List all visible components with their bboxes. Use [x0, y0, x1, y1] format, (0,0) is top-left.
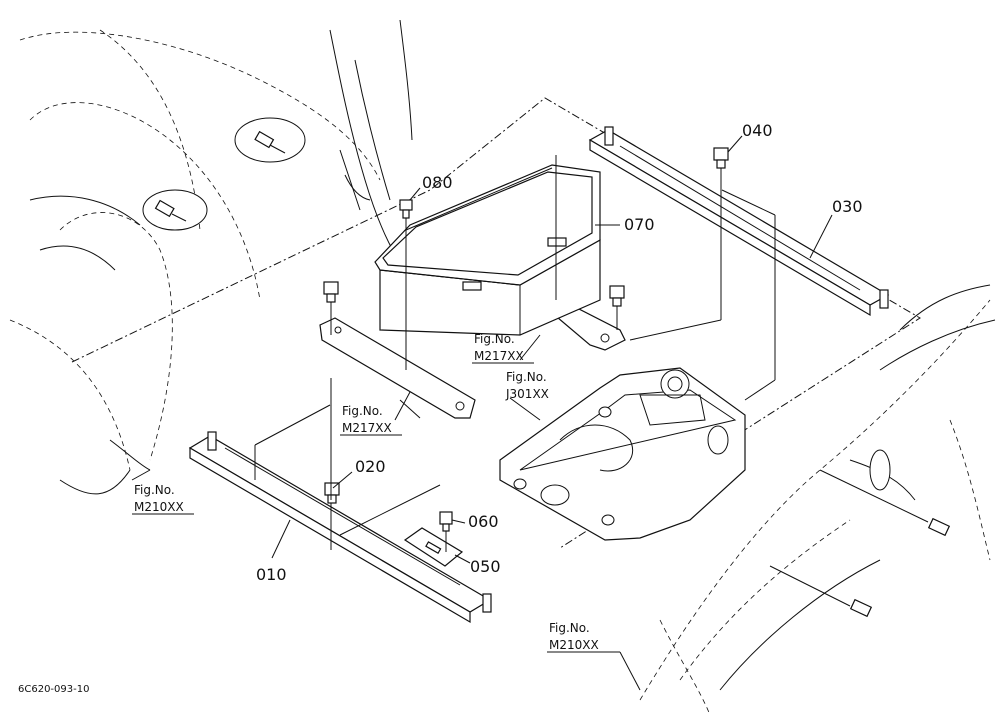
svg-text:M217XX: M217XX [342, 421, 392, 435]
part-number-callout: 050 [470, 557, 501, 576]
figure-reference: Fig.No. M217XX [472, 332, 534, 364]
svg-text:Fig.No.: Fig.No. [506, 370, 547, 384]
part-number-callout: 020 [355, 457, 386, 476]
left-bracket-plate [319, 317, 476, 419]
figure-reference: Fig.No. M210XX [547, 621, 620, 653]
svg-text:M217XX: M217XX [474, 349, 524, 363]
figure-reference: Fig.No. J301XX [505, 370, 549, 401]
fender-bolt [154, 199, 187, 222]
figure-reference: Fig.No. M210XX [132, 483, 194, 515]
part-number-callout: 080 [422, 173, 453, 192]
svg-text:Fig.No.: Fig.No. [549, 621, 590, 635]
assembly-lines [254, 155, 776, 552]
right-frame-rail [588, 126, 890, 317]
part-number-callout: 060 [468, 512, 499, 531]
bracket-plate-050 [403, 527, 464, 567]
part-number-callout: 070 [624, 215, 655, 234]
bolt-060 [439, 511, 453, 532]
svg-text:Fig.No.: Fig.No. [134, 483, 175, 497]
hydraulic-casting [499, 367, 746, 541]
svg-text:Fig.No.: Fig.No. [474, 332, 515, 346]
bolt-080 [399, 199, 413, 219]
figure-reference: Fig.No. M217XX [340, 404, 402, 436]
right-fender-outline [639, 284, 996, 716]
part-number-callout: 030 [832, 197, 863, 216]
drawing-code: 6C620-093-10 [18, 684, 89, 695]
leader-lines [131, 135, 833, 691]
bolt-020 [324, 482, 340, 504]
part-number-callout: 010 [256, 565, 287, 584]
svg-text:M210XX: M210XX [549, 638, 599, 652]
fender-bolt [927, 517, 951, 537]
bolt-040 [713, 147, 729, 169]
bracket-bolt [323, 281, 339, 303]
svg-text:Fig.No.: Fig.No. [342, 404, 383, 418]
part-number-callout: 040 [742, 121, 773, 140]
fender-bolt [254, 130, 286, 154]
bracket-bolt [609, 285, 625, 307]
left-fender-outline [9, 19, 421, 495]
svg-text:M210XX: M210XX [134, 500, 184, 514]
tool-box [374, 164, 601, 336]
fender-bolt [849, 598, 873, 618]
left-frame-rail [188, 431, 492, 624]
svg-text:J301XX: J301XX [505, 387, 549, 401]
